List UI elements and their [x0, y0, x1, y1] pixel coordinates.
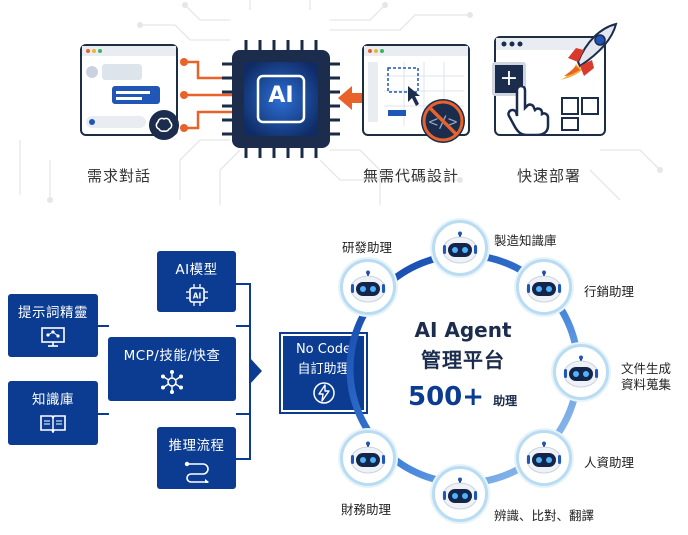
center-title: AI Agent — [414, 318, 512, 342]
robot-icon — [526, 441, 562, 474]
monitor-network-icon — [40, 326, 66, 352]
design-illustration — [364, 46, 468, 126]
nocode-line1: No Code — [295, 342, 352, 357]
agent-label-recognition: 辨識、比對、翻譯 — [494, 508, 595, 523]
robot-icon — [350, 270, 386, 303]
chip-label: AI — [268, 83, 294, 108]
ai-model-box: AI模型 AI — [157, 251, 236, 312]
agent-rnd — [340, 259, 396, 315]
ai-chip-icon: AI — [185, 283, 209, 311]
plus-icon: + — [499, 66, 519, 91]
ai-chip — [222, 40, 340, 158]
connector-line — [97, 413, 109, 415]
connector-line — [236, 413, 250, 415]
agent-label-hr: 人資助理 — [584, 455, 635, 470]
agent-marketing — [516, 259, 572, 315]
step-label-dialogue: 需求對話 — [87, 167, 152, 185]
center-subtitle: 管理平台 — [421, 348, 505, 372]
knowledge-base-box: 知識庫 — [8, 381, 98, 445]
agent-manufacturing — [432, 220, 488, 276]
arrow-left-icon — [338, 86, 372, 110]
prompt-wizard-label: 提示詞精靈 — [18, 305, 88, 321]
assistant-count-unit: 助理 — [493, 394, 518, 408]
robot-icon — [350, 441, 386, 474]
mcp-skills-box: MCP/技能/快查 — [108, 337, 236, 401]
agent-recognition — [432, 466, 488, 522]
hand-cursor-icon — [507, 86, 550, 136]
circuit-background — [19, 0, 663, 205]
robot-icon — [563, 355, 599, 388]
connector-line — [97, 325, 109, 327]
agent-label-finance: 財務助理 — [341, 502, 392, 517]
flow-icon — [183, 459, 211, 487]
agent-documents — [553, 344, 609, 400]
robot-icon — [442, 231, 478, 264]
assistant-count-value: 500+ — [408, 382, 485, 412]
rocket-icon — [560, 22, 618, 80]
agent-hr — [516, 430, 572, 486]
deploy-plus-button: + — [492, 62, 526, 96]
connector-line — [236, 283, 250, 285]
nocode-line2: 自訂助理 — [297, 362, 350, 377]
agent-label-rnd: 研發助理 — [342, 240, 393, 255]
book-icon — [39, 413, 67, 437]
reasoning-flow-label: 推理流程 — [168, 438, 225, 454]
agent-label-documents: 文件生成 — [621, 361, 672, 376]
connector-line — [236, 458, 250, 460]
agent-finance — [340, 430, 396, 486]
ai-model-label: AI模型 — [175, 262, 218, 278]
no-code-icon: </> — [421, 99, 465, 143]
lightning-icon — [281, 380, 366, 410]
step-label-deploy: 快速部署 — [517, 167, 582, 185]
network-node-icon — [159, 369, 185, 399]
agent-label-manufacturing: 製造知識庫 — [494, 233, 557, 248]
reasoning-flow-box: 推理流程 — [157, 427, 236, 489]
mcp-skills-label: MCP/技能/快查 — [123, 348, 221, 364]
knowledge-base-label: 知識庫 — [32, 392, 74, 408]
step-label-nocode: 無需代碼設計 — [363, 167, 460, 185]
deploy-illustration — [496, 38, 604, 131]
svg-text:AI: AI — [192, 292, 201, 301]
robot-icon — [442, 477, 478, 510]
agent-label-documents-2: 資料蒐集 — [621, 377, 672, 392]
agent-label-marketing: 行銷助理 — [584, 284, 635, 299]
brain-icon — [149, 110, 179, 140]
assistant-count: 500+ 助理 — [408, 382, 528, 412]
connector-line — [236, 325, 250, 327]
robot-icon — [526, 270, 562, 303]
arrow-right-icon — [250, 358, 262, 384]
chat-illustration — [82, 46, 176, 128]
prompt-wizard-box: 提示詞精靈 — [8, 294, 98, 357]
left-connectors — [180, 58, 232, 132]
